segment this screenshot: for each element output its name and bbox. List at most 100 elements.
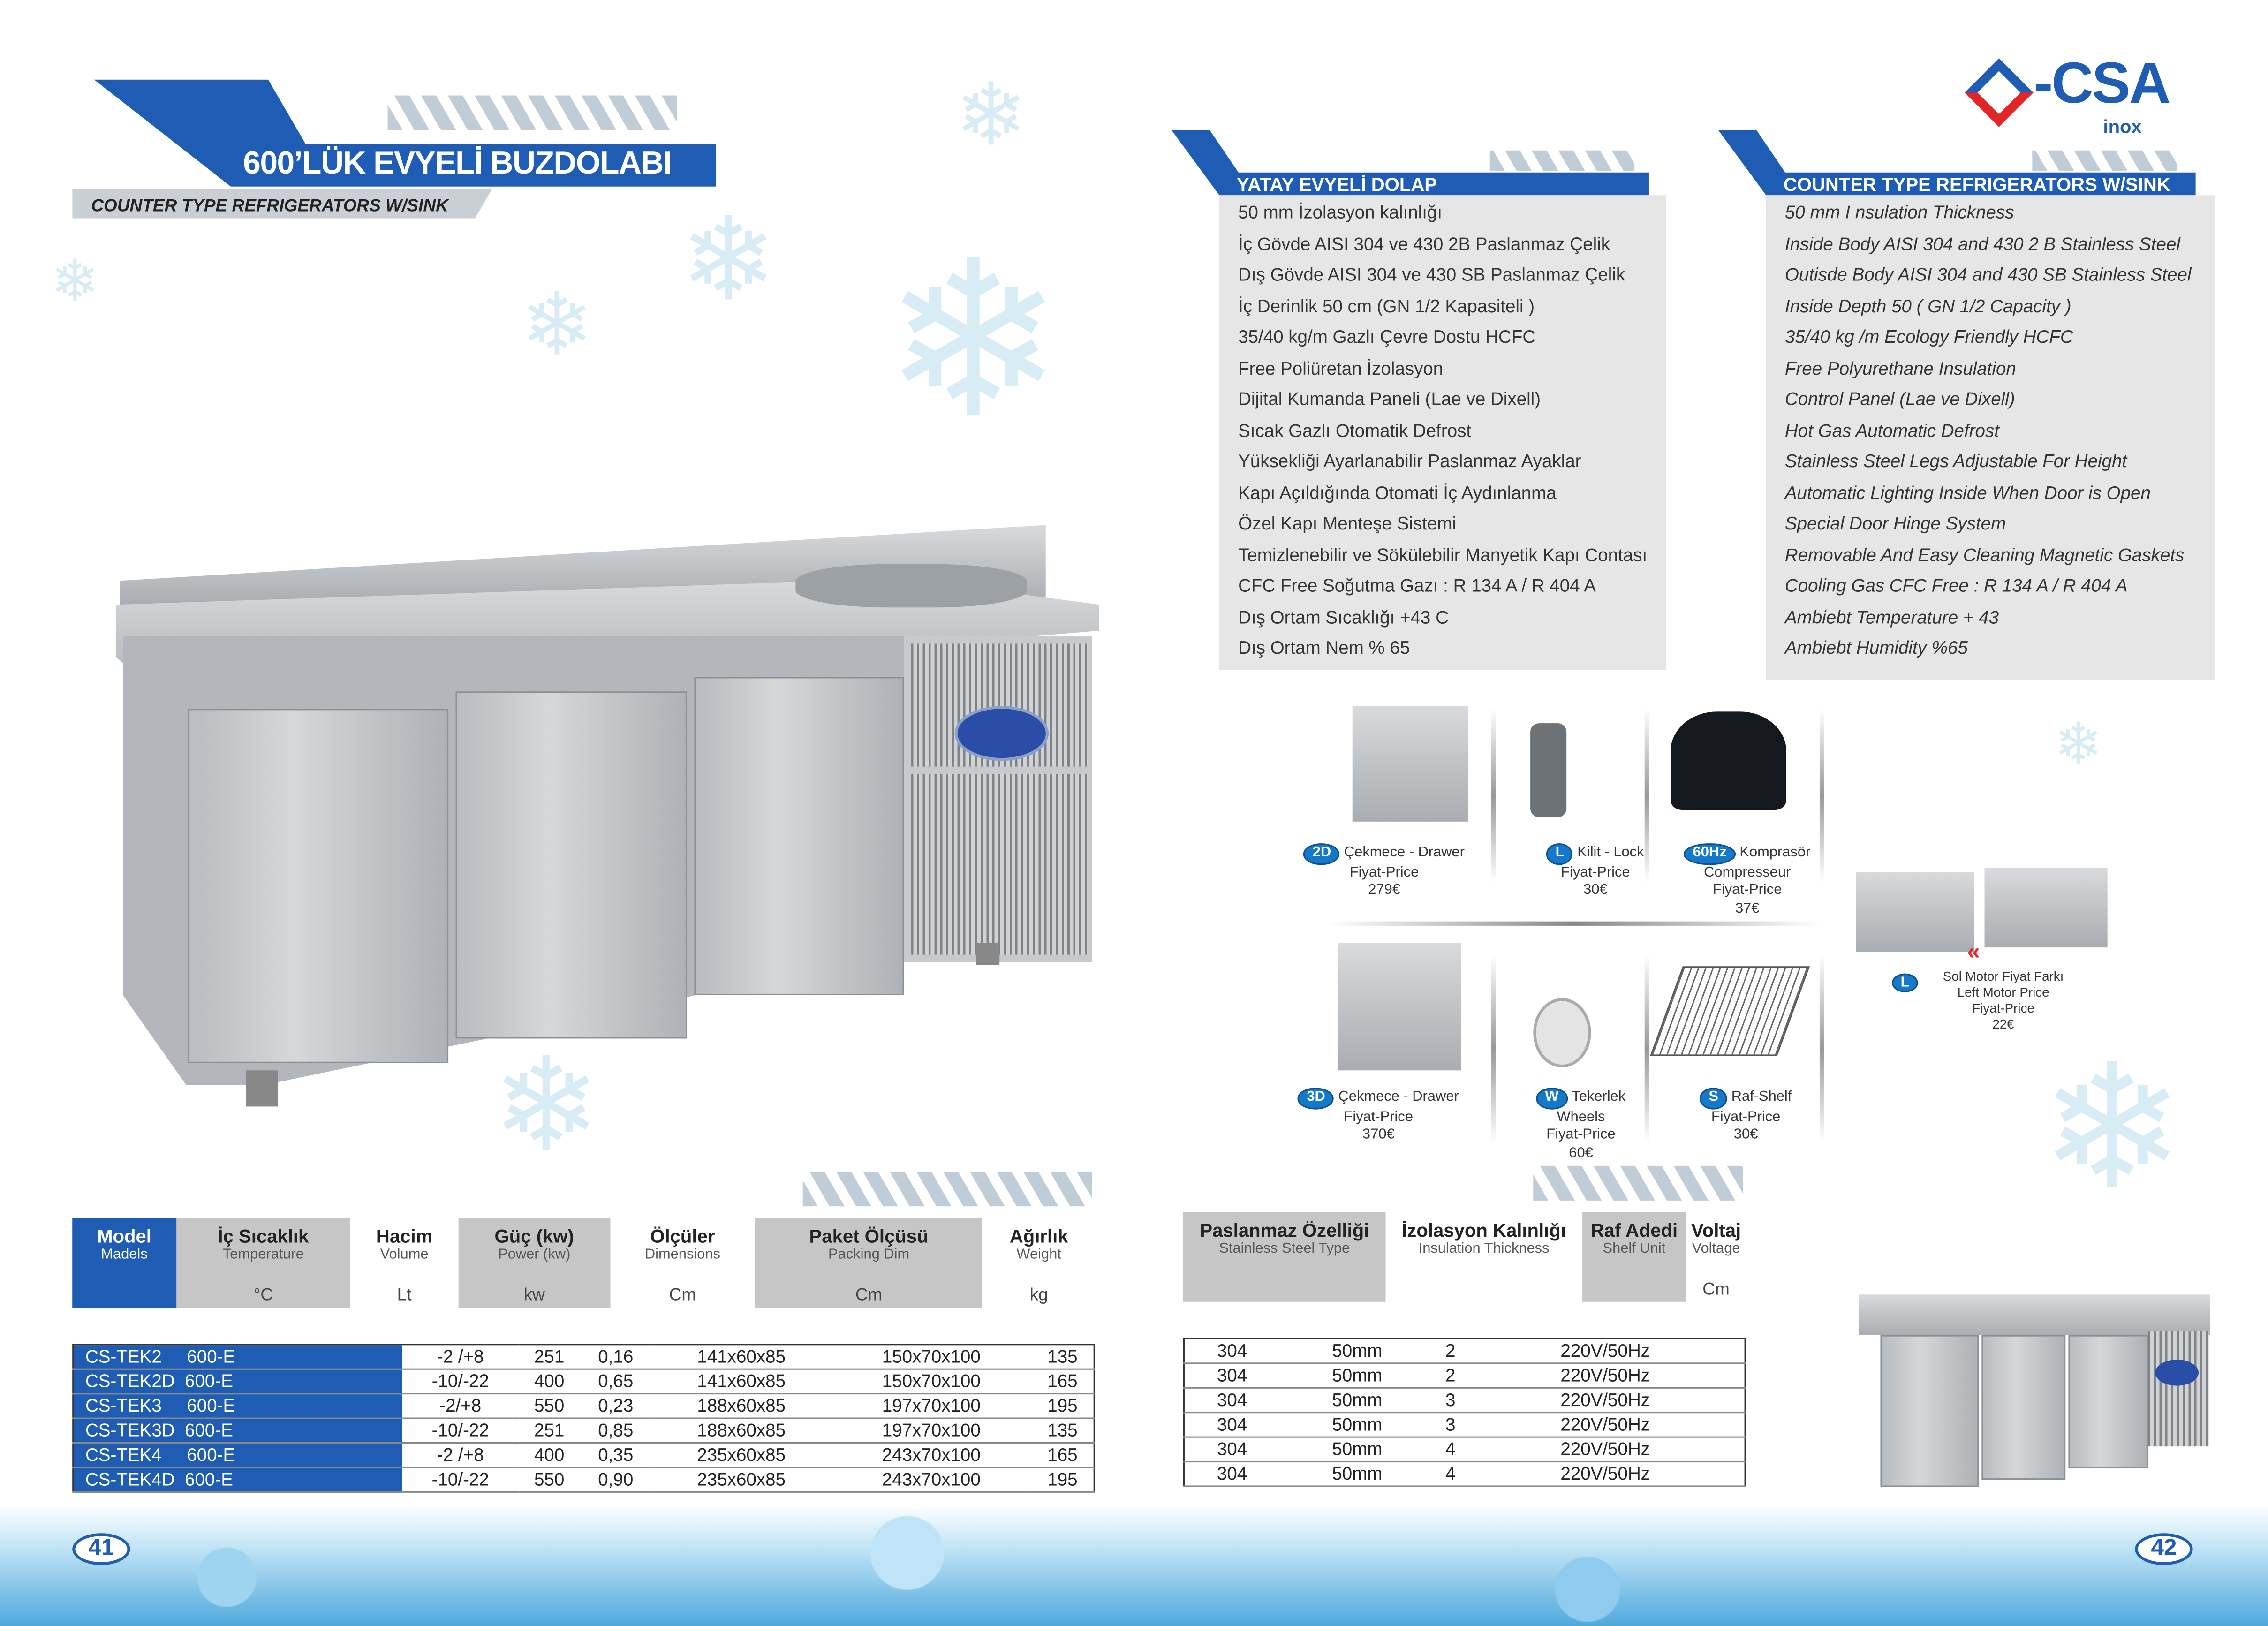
left-motor-badge: L (1892, 968, 1922, 994)
table-cell: 304 (1184, 1339, 1280, 1364)
spec-item: Ambiebt Humidity %65 (1784, 638, 1968, 658)
header-unit: °C (253, 1284, 273, 1305)
header-en: Stainless Steel Type (1219, 1241, 1350, 1257)
table-cell: 251 (518, 1344, 580, 1370)
wheel-image (1533, 998, 1591, 1068)
divider (1328, 921, 1820, 926)
table-cell: CS-TEK3 600-E (73, 1393, 402, 1419)
arrow-icon: « (1967, 940, 1980, 965)
table-cell: 0,35 (580, 1443, 652, 1468)
csa-logo: -CSA inox (1964, 55, 2210, 144)
header-tr: Raf Adedi (1590, 1219, 1678, 1241)
header-unit: kw (523, 1284, 545, 1305)
snowflake-icon: ❄ (954, 66, 1028, 164)
header-tr: Güç (kw) (494, 1225, 574, 1247)
header-unit: Lt (397, 1284, 412, 1305)
right-motor-image (1984, 868, 2108, 948)
table-cell: 165 (1031, 1369, 1095, 1395)
table-cell: 197x70x100 (831, 1418, 1032, 1444)
header-tr: Model (97, 1225, 151, 1247)
header-tr: Paket Ölçüsü (809, 1225, 929, 1247)
left-motor-line: Fiyat-Price (1972, 1001, 2034, 1016)
snowflake-icon: ❄ (50, 250, 99, 314)
table-cell: 220V/50Hz (1466, 1388, 1746, 1414)
table-cell: 243x70x100 (831, 1467, 1032, 1493)
header-en: Power (kw) (498, 1247, 571, 1263)
table-cell: CS-TEK3D 600-E (73, 1418, 402, 1444)
table-cell: 220V/50Hz (1466, 1461, 1746, 1487)
spec-list-tr: 50 mm İzolasyon kalınlığı İç Gövde AISI 3… (1219, 195, 1666, 670)
left-motor-line: Sol Motor Fiyat Farkı (1943, 969, 2064, 984)
accessory-badge: 2D (1304, 843, 1340, 864)
table-cell: 0,90 (580, 1467, 652, 1493)
table-cell: 235x60x85 (651, 1443, 832, 1468)
header-tr: Hacim (376, 1225, 433, 1247)
spec-item: 50 mm İzolasyon kalınlığı (1238, 202, 1443, 223)
header-tr: Paslanmaz Özelliği (1200, 1219, 1369, 1241)
subtitle-banner (72, 189, 492, 219)
table-cell: 150x70x100 (831, 1344, 1032, 1370)
left-motor-line: 22€ (1992, 1017, 2014, 1032)
product-image-small-fridge (1859, 1294, 2213, 1497)
spec-item: Control Panel (Lae ve Dixell) (1784, 389, 2015, 409)
spec-item: 35/40 kg/m Gazlı Çevre Dostu HCFC (1238, 327, 1536, 348)
accessory-line: Fiyat-Price (1344, 1109, 1413, 1125)
table-cell: 150x70x100 (831, 1369, 1032, 1395)
table-cell: 3 (1435, 1388, 1466, 1414)
header-tr: Ağırlık (1009, 1225, 1068, 1247)
header-tr: Voltaj (1691, 1219, 1741, 1241)
lock-image (1530, 723, 1567, 817)
header-en: Shelf Unit (1603, 1241, 1666, 1257)
spec-item: Temizlenebilir ve Sökülebilir Manyetik K… (1238, 545, 1648, 565)
table-cell: 50mm (1279, 1388, 1435, 1414)
table-cell: 188x60x85 (651, 1393, 832, 1419)
table-cell: 4 (1435, 1461, 1466, 1487)
spec-item: Inside Depth 50 ( GN 1/2 Capacity ) (1784, 295, 2071, 316)
spec-item: Stainless Steel Legs Adjustable For Heig… (1784, 451, 2127, 472)
table-cell: 50mm (1279, 1412, 1435, 1438)
snowflake-icon: ❄ (680, 195, 777, 324)
table-cell: 235x60x85 (651, 1467, 832, 1493)
accessory-line: Wheels (1557, 1109, 1605, 1125)
accessory-line: Fiyat-Price (1561, 864, 1630, 880)
left-motor-line: Left Motor Price (1957, 985, 2049, 1000)
spec-item: Removable And Easy Cleaning Magnetic Gas… (1784, 545, 2185, 565)
table-cell: 304 (1184, 1437, 1280, 1463)
header-tr: İzolasyon Kalınlığı (1402, 1219, 1566, 1241)
table-cell: -2 /+8 (402, 1344, 519, 1370)
decor-stripes (2032, 150, 2177, 171)
spec-item: CFC Free Soğutma Gazı : R 134 A / R 404 … (1238, 575, 1596, 596)
spec-item: İç Gövde AISI 304 ve 430 2B Paslanmaz Çe… (1238, 234, 1610, 254)
header-en: Voltage (1692, 1241, 1740, 1257)
table-cell: 304 (1184, 1363, 1280, 1389)
header-en: Weight (1016, 1247, 1061, 1263)
snowflake-icon: ❄ (491, 1034, 601, 1179)
snowflake-icon: ❄ (882, 218, 1065, 461)
header-en: Volume (380, 1247, 429, 1263)
decor-stripes (1533, 1165, 1743, 1201)
spec-item: 50 mm I nsulation Thickness (1784, 202, 2014, 223)
spec-item: Dış Ortam Nem % 65 (1238, 638, 1410, 658)
table-cell: 3 (1435, 1412, 1466, 1438)
table-cell: 304 (1184, 1412, 1280, 1438)
